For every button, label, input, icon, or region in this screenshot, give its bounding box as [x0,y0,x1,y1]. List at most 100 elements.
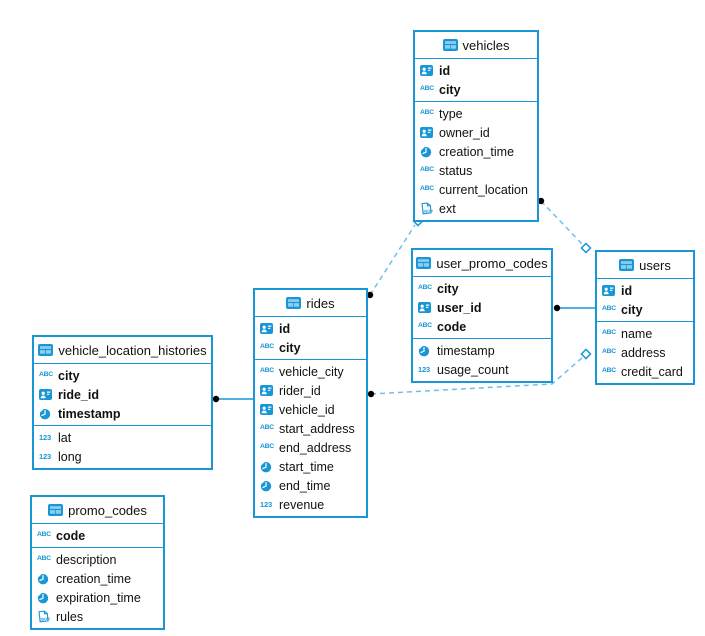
column-label: city [621,302,643,317]
column-label: name [621,326,653,341]
abc-icon: ABC [420,85,434,93]
table-header-users[interactable]: users [597,252,693,279]
column-label: timestamp [58,406,121,421]
123-icon: 123 [260,499,272,509]
column-label: city [279,340,301,355]
column-label: user_id [437,300,482,315]
table-header-vehicles[interactable]: vehicles [415,32,537,59]
column-promo_codes-expiration_time[interactable]: expiration_time [32,588,163,607]
one-end-dot [367,390,375,398]
column-promo_codes-creation_time[interactable]: creation_time [32,569,163,588]
column-vehicles-owner_id[interactable]: owner_id [415,123,537,142]
column-user_promo_codes-user_id[interactable]: user_id [413,298,551,317]
table-header-promo_codes[interactable]: promo_codes [32,497,163,524]
column-rides-rider_id[interactable]: rider_id [255,381,366,400]
column-label: end_address [279,440,352,455]
relationship-user_promo_codes-users[interactable] [553,304,595,312]
column-label: rider_id [279,383,321,398]
column-rides-revenue[interactable]: 123 revenue [255,495,366,514]
column-users-id[interactable]: id [597,281,693,300]
column-label: ride_id [58,387,99,402]
column-rides-vehicle_id[interactable]: vehicle_id [255,400,366,419]
relationship-line[interactable] [540,200,584,246]
id-card-icon [602,285,621,296]
column-vehicle_location_histories-timestamp[interactable]: timestamp [34,404,211,423]
many-end-diamond [580,348,592,360]
table-header-user_promo_codes[interactable]: user_promo_codes [413,250,551,277]
abc-icon: ABC [418,284,432,292]
column-label: start_time [279,459,334,474]
column-rides-id[interactable]: id [255,319,366,338]
column-user_promo_codes-timestamp[interactable]: timestamp [413,341,551,360]
column-rides-start_time[interactable]: start_time [255,457,366,476]
column-rides-end_time[interactable]: end_time [255,476,366,495]
table-header-vehicle_location_histories[interactable]: vehicle_location_histories [34,337,211,364]
relationship-vehicle_location_histories-rides[interactable] [212,395,253,403]
relationship-line[interactable] [369,224,416,296]
column-promo_codes-code[interactable]: ABC code [32,526,163,545]
relationship-vehicles-users[interactable] [537,197,592,254]
json-document-icon: JSON [420,202,439,215]
table-title: user_promo_codes [436,255,548,271]
column-vehicles-creation_time[interactable]: creation_time [415,142,537,161]
clock-icon [39,408,58,420]
column-label: id [621,283,633,298]
abc-icon: ABC [37,531,51,539]
column-vehicle_location_histories-ride_id[interactable]: ride_id [34,385,211,404]
column-label: status [439,163,473,178]
many-end-diamond [580,242,592,254]
table-grid-icon [286,297,302,309]
column-label: city [58,368,80,383]
clock-icon [418,345,437,357]
table-title: vehicles [462,37,510,53]
column-vehicles-id[interactable]: id [415,61,537,80]
svg-text:JSON: JSON [40,617,50,622]
column-label: code [56,528,86,543]
column-label: creation_time [56,571,132,586]
column-label: vehicle_id [279,402,335,417]
column-label: start_address [279,421,355,436]
clock-icon [420,146,439,158]
one-end-dot [212,395,220,403]
table-grid-icon [416,257,432,269]
table-title: rides [306,295,335,311]
column-label: revenue [279,497,325,512]
table-header-rides[interactable]: rides [255,290,366,317]
table-title: users [639,257,671,273]
table-grid-icon [442,39,458,51]
column-label: owner_id [439,125,490,140]
column-label: creation_time [439,144,515,159]
